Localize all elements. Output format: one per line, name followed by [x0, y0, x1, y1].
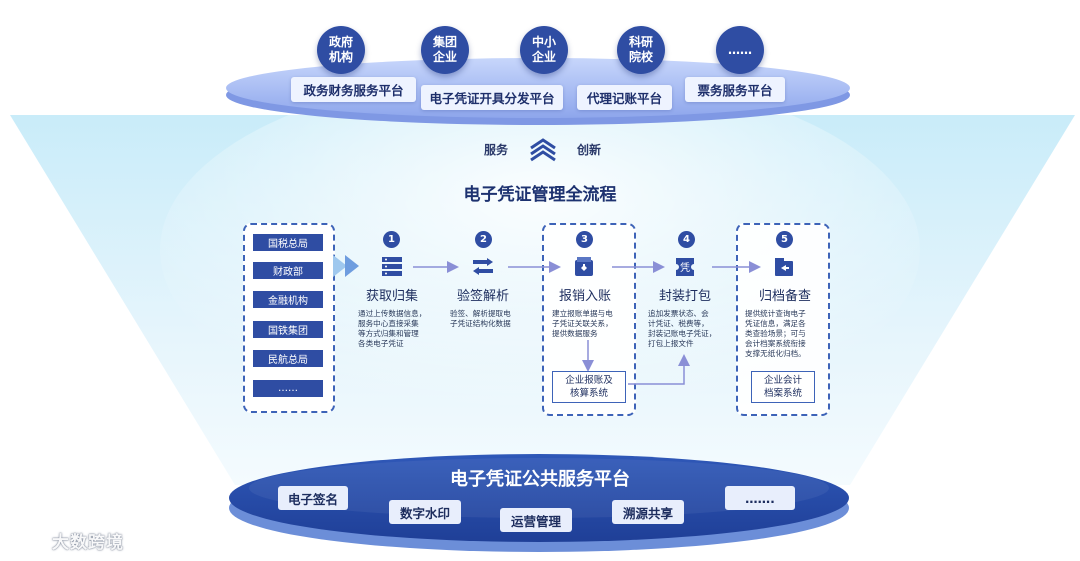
step-number: 4 [678, 231, 695, 248]
source-item: 国税总局 [253, 234, 323, 251]
chevron-up-icon [530, 138, 556, 162]
service-label: 服务 [484, 143, 509, 157]
watermark: 大数跨境 [52, 533, 124, 553]
top-platform-box: 代理记账平台 [577, 85, 672, 110]
step-title: 封装打包 [658, 289, 711, 304]
step-title: 获取归集 [365, 289, 418, 304]
platform-title: 电子凭证公共服务平台 [450, 469, 630, 490]
source-item: 民航总局 [253, 350, 323, 367]
platform-item: 溯源共享 [612, 500, 684, 524]
platform-item: 电子签名 [278, 486, 348, 510]
server-icon [382, 257, 402, 276]
platform-item: ……. [725, 486, 795, 510]
top-platform-box: 政务财务服务平台 [291, 77, 416, 102]
watermark-logo-icon [8, 531, 48, 549]
step-number: 5 [776, 231, 793, 248]
platform-item: 数字水印 [389, 500, 461, 524]
step-title: 验签解析 [456, 289, 509, 304]
step-number: 2 [475, 231, 492, 248]
top-platform-box: 票务服务平台 [685, 77, 785, 102]
transfer-icon [473, 258, 493, 275]
step-description: 提供统计查询电子 凭证信息，满足各 类查验场景；可与 会计档案系统衔接 支撑无纸… [745, 309, 806, 358]
source-item: 金融机构 [253, 291, 323, 308]
top-circle: 中小 企业 [520, 26, 568, 74]
top-platform-box: 电子凭证开具分发平台 [421, 85, 563, 110]
top-circle: 政府 机构 [317, 26, 365, 74]
step-title: 报销入账 [558, 289, 611, 304]
step-number: 1 [383, 231, 400, 248]
source-item: …… [253, 380, 323, 397]
step-number: 3 [576, 231, 593, 248]
reimburse-system-box: 企业报账及 核算系统 [552, 371, 626, 403]
step-description: 追加发票状态、会 计凭证、税费等， 封装记账电子凭证， 打包上报文件 [648, 309, 717, 348]
innovation-label: 创新 [577, 143, 602, 157]
source-item: 财政部 [253, 262, 323, 279]
platform-item: 运营管理 [500, 508, 572, 532]
source-item: 国铁集团 [253, 321, 323, 338]
wallet-icon [575, 257, 593, 276]
step-description: 建立报账单据与电 子凭证关联关系， 提供数据服务 [552, 309, 613, 338]
double-arrow-icon [333, 255, 359, 277]
archive-system-box: 企业会计 档案系统 [751, 371, 815, 403]
voucher-icon: 凭 [676, 258, 694, 276]
step-title: 归档备查 [758, 289, 811, 304]
step-description: 验签、解析提取电 子凭证结构化数据 [450, 309, 511, 328]
archive-icon [775, 258, 793, 276]
step-description: 通过上传数据信息， 服务中心直接采集 等方式归集和管理 各类电子凭证 [358, 309, 427, 348]
voucher-icon-text: 凭 [680, 261, 690, 274]
top-circle: 科研 院校 [617, 26, 665, 74]
top-circle: 集团 企业 [421, 26, 469, 74]
flow-title: 电子凭证管理全流程 [463, 185, 617, 205]
top-circle: …… [716, 26, 764, 74]
